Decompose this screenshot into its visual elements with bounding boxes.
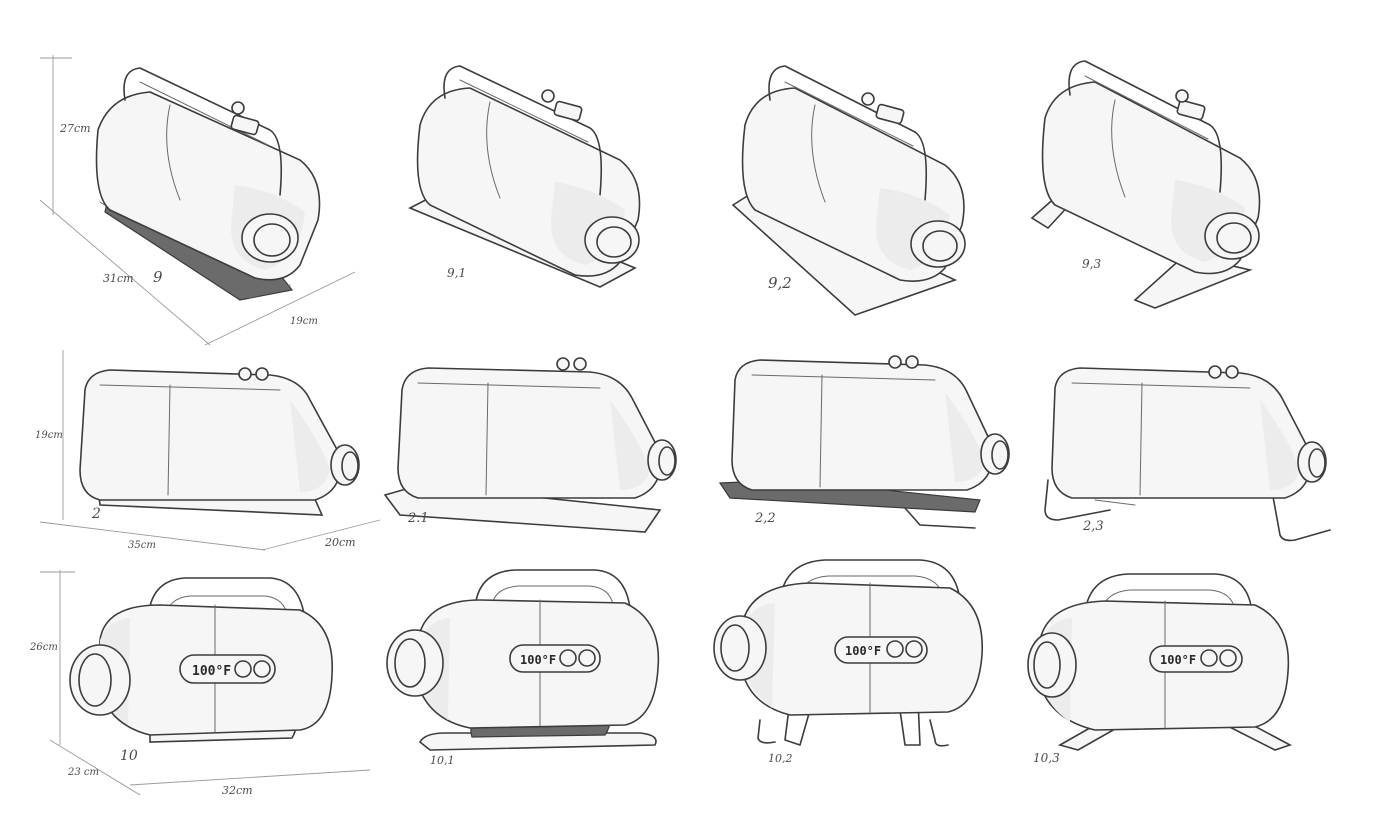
variant-label-9: 9	[153, 268, 163, 286]
sketch-variant-2-2	[718, 355, 1010, 529]
variant-label-2: 2	[91, 506, 101, 522]
dimension-height-row-3: 26cm	[29, 642, 58, 653]
temperature-display-10-3: 100°F	[1160, 653, 1196, 667]
variant-label-9-3: 9,3	[1082, 257, 1101, 271]
dimension-guides-row-2: 19cm 35cm 20cm	[35, 350, 381, 551]
sketch-variant-10-3: 100°F	[1027, 573, 1293, 751]
variant-label-10-3: 10,3	[1033, 751, 1060, 765]
sketch-variant-9-2	[731, 65, 966, 316]
sketch-variant-9-1	[408, 65, 641, 288]
variant-label-2-2: 2,2	[754, 511, 776, 526]
sketch-variant-10-1: 100°F	[386, 569, 660, 751]
sketch-variant-2	[79, 367, 360, 516]
dimension-width-row-3: 23 cm	[67, 767, 99, 778]
dimension-height-row-2: 19cm	[35, 430, 63, 441]
dimension-length-row-2: 35cm	[128, 540, 156, 551]
variant-label-10-2: 10,2	[768, 752, 793, 765]
dimension-length-row-1: 31cm	[103, 272, 134, 285]
sketch-variant-10-2: 100°F	[713, 559, 984, 747]
temperature-display-10-2: 100°F	[845, 644, 881, 658]
sketch-variant-9	[95, 67, 321, 301]
dimension-width-row-2: 20cm	[324, 536, 356, 549]
sketch-variant-2-3	[1044, 365, 1331, 542]
variant-label-10: 10	[120, 748, 138, 764]
dimension-guides-row-3: 26cm 23 cm 32cm	[29, 570, 371, 797]
dimension-guides-row-1: 27cm 31cm 19cm	[39, 55, 356, 346]
variant-label-2-1: 2.1	[407, 511, 429, 526]
variant-label-9-2: 9,2	[768, 274, 792, 292]
dimension-width-row-1: 19cm	[290, 316, 318, 327]
sketch-variant-2-1	[383, 357, 677, 533]
sketch-variant-10: 100°F	[69, 577, 334, 743]
variant-label-10-1: 10,1	[430, 754, 455, 767]
temperature-display-10-1: 100°F	[520, 653, 556, 667]
temperature-display-10: 100°F	[192, 664, 231, 679]
dimension-length-row-3: 32cm	[222, 784, 253, 797]
sketch-variant-9-3	[1030, 60, 1261, 309]
variant-label-9-1: 9,1	[447, 266, 466, 280]
variant-label-2-3: 2,3	[1082, 519, 1104, 534]
dimension-height-row-1: 27cm	[59, 122, 91, 135]
